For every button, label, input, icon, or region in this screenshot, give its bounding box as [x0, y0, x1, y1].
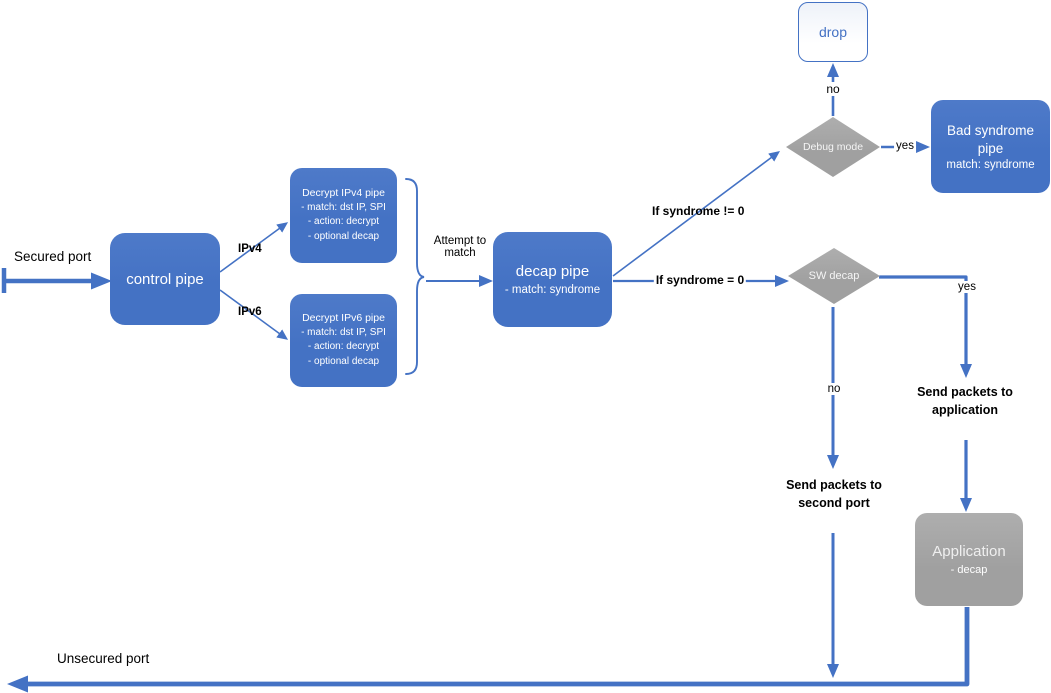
decrypt-ipv4-match: - match: dst IP, SPI [301, 201, 386, 213]
edge-sw-decap-yes [879, 275, 972, 378]
send-packets-to-second-port-label: Send packets to second port [786, 478, 882, 511]
bad-syndrome-pipe-node: Bad syndrome pipe match: syndrome [931, 100, 1050, 193]
ipv4-label: IPv4 [238, 243, 262, 255]
decrypt-ipv4-title: Decrypt IPv4 pipe [302, 186, 385, 199]
decap-pipe-title: decap pipe [515, 263, 590, 280]
debug-yes-label: yes [894, 140, 916, 152]
decap-pipe-node: decap pipe - match: syndrome [493, 232, 612, 327]
sw-decap-label: SW decap [808, 270, 860, 282]
decrypt-ipv6-action: - action: decrypt [307, 341, 380, 353]
if-syndrome-zero-label: If syndrome = 0 [653, 273, 747, 287]
decrypt-ipv6-pipe-node: Decrypt IPv6 pipe - match: dst IP, SPI -… [290, 294, 397, 387]
attempt-to-match-label: Attempt to match [433, 235, 487, 259]
application-title: Application [932, 543, 1006, 560]
drop-label: drop [818, 24, 848, 40]
if-syndrome-not-zero-label: If syndrome != 0 [652, 204, 745, 218]
decrypt-ipv4-optional: - optional decap [307, 230, 380, 242]
edge-control-to-ipv4 [219, 222, 289, 273]
brace-attempt-to-match [405, 178, 425, 375]
control-pipe-label: control pipe [126, 270, 204, 288]
edge-decap-to-debug-mode [612, 151, 781, 277]
decap-pipe-match: - match: syndrome [504, 284, 601, 296]
debug-no-label: no [824, 82, 842, 96]
decrypt-ipv6-match: - match: dst IP, SPI [301, 326, 386, 338]
bad-syndrome-pipe-title: Bad syndrome pipe [946, 122, 1035, 156]
drop-node: drop [798, 2, 868, 62]
bad-syndrome-pipe-match: match: syndrome [946, 159, 1035, 172]
control-pipe-node: control pipe [110, 233, 220, 325]
sw-yes-label: yes [956, 281, 978, 293]
edge-application-to-unsecured-port [7, 607, 970, 693]
ipv6-label: IPv6 [238, 306, 262, 318]
debug-mode-label: Debug mode [802, 141, 864, 153]
decrypt-ipv4-pipe-node: Decrypt IPv4 pipe - match: dst IP, SPI -… [290, 168, 397, 263]
sw-no-label: no [825, 383, 843, 395]
send-packets-to-application-label: Send packets to application [917, 385, 1013, 418]
unsecured-port-label: Unsecured port [57, 651, 150, 666]
edge-control-to-ipv6 [219, 289, 289, 340]
decrypt-ipv4-action: - action: decrypt [307, 216, 380, 228]
application-node: Application - decap [915, 513, 1023, 606]
application-subtitle: - decap [950, 564, 988, 576]
decrypt-ipv6-optional: - optional decap [307, 355, 380, 367]
secured-port-label: Secured port [14, 249, 92, 264]
decrypt-ipv6-title: Decrypt IPv6 pipe [302, 311, 385, 324]
